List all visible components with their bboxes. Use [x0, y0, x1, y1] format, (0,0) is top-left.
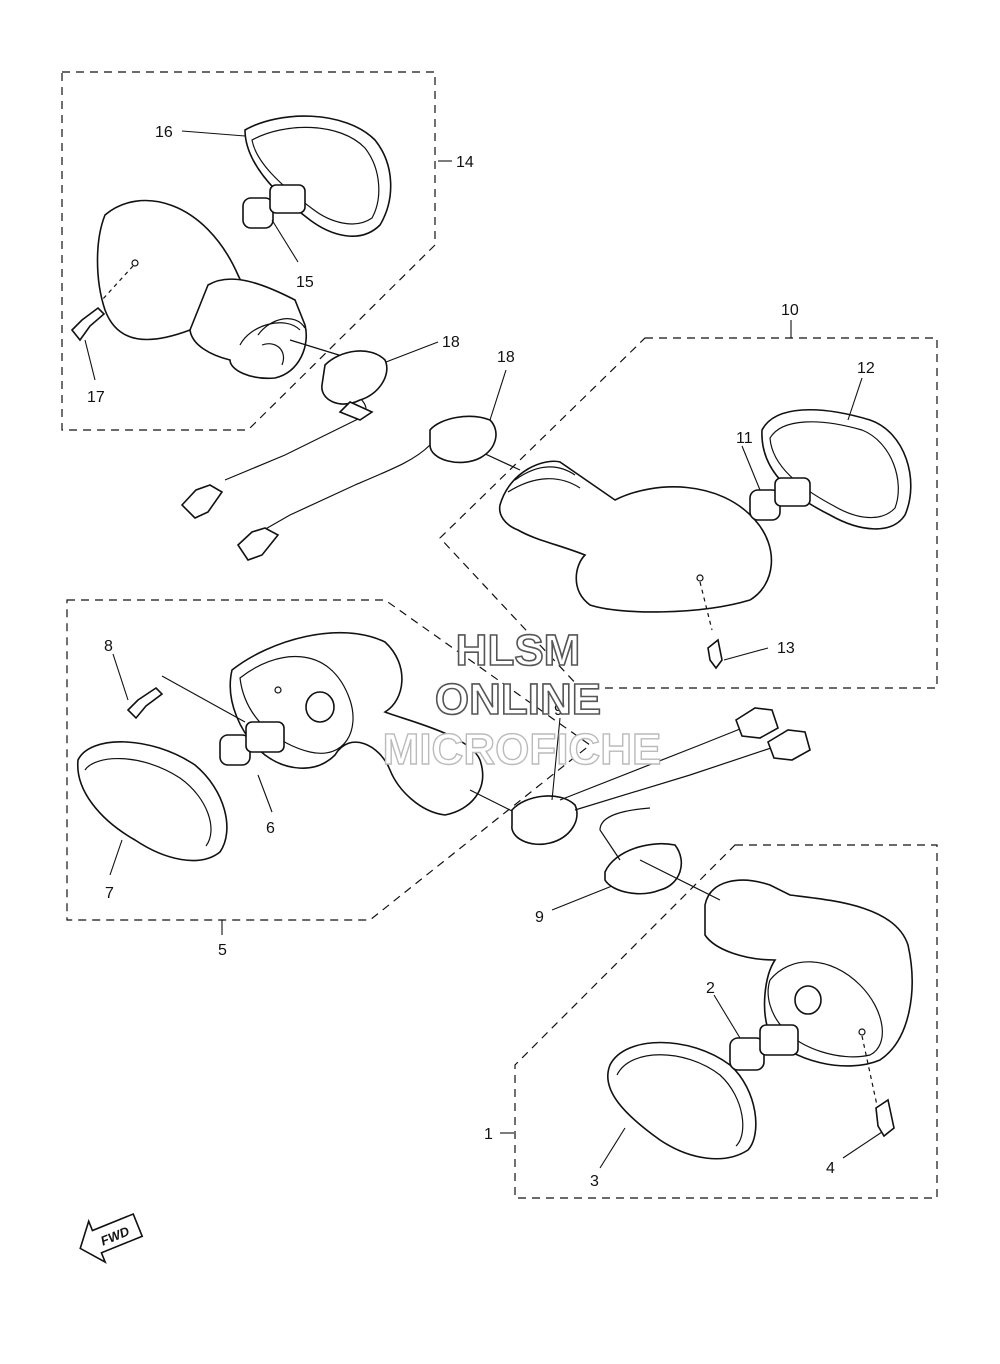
- watermark-line-3: MICROFICHE: [383, 725, 662, 774]
- leader-lines: [84, 130, 883, 1169]
- callout-18b: 18: [497, 349, 515, 366]
- callout-6: 6: [266, 820, 275, 837]
- callout-13: 13: [777, 640, 795, 657]
- watermark-line-2: ONLINE: [435, 675, 601, 724]
- turn-signal-assembly-1: [599, 807, 913, 1160]
- callout-12: 12: [857, 360, 875, 377]
- turn-signal-assembly-5: [77, 631, 811, 862]
- forward-arrow-icon: [79, 1213, 144, 1264]
- callout-5: 5: [218, 942, 227, 959]
- callout-3: 3: [590, 1173, 599, 1190]
- callout-17: 17: [87, 389, 105, 406]
- callout-10: 10: [781, 302, 799, 319]
- callout-2: 2: [706, 980, 715, 997]
- callout-8: 8: [104, 638, 113, 655]
- callout-1: 1: [484, 1126, 493, 1143]
- callout-14: 14: [456, 154, 474, 171]
- callout-18a: 18: [442, 334, 460, 351]
- turn-signal-assembly-14: [70, 115, 392, 519]
- forward-arrow: FWD: [79, 1213, 144, 1264]
- group-10-box: [439, 337, 938, 689]
- watermark: HLSM ONLINE MICROFICHE: [382, 625, 662, 775]
- callout-11: 11: [736, 430, 753, 447]
- group-1-box: [514, 844, 938, 1199]
- callout-16: 16: [155, 124, 173, 141]
- group-5-box: [66, 599, 591, 921]
- callout-7: 7: [105, 885, 114, 902]
- callout-15: 15: [296, 274, 314, 291]
- watermark-line-1: HLSM: [456, 626, 581, 675]
- callout-4: 4: [826, 1160, 835, 1177]
- callout-labels: 16 14 15 17 18 18 10 12 11 13 8 9 6 7 9 …: [87, 124, 875, 1190]
- turn-signal-assembly-10: [236, 408, 912, 670]
- callout-9b: 9: [535, 909, 544, 926]
- callout-9a: 9: [554, 702, 563, 719]
- group-14-box: [61, 71, 436, 431]
